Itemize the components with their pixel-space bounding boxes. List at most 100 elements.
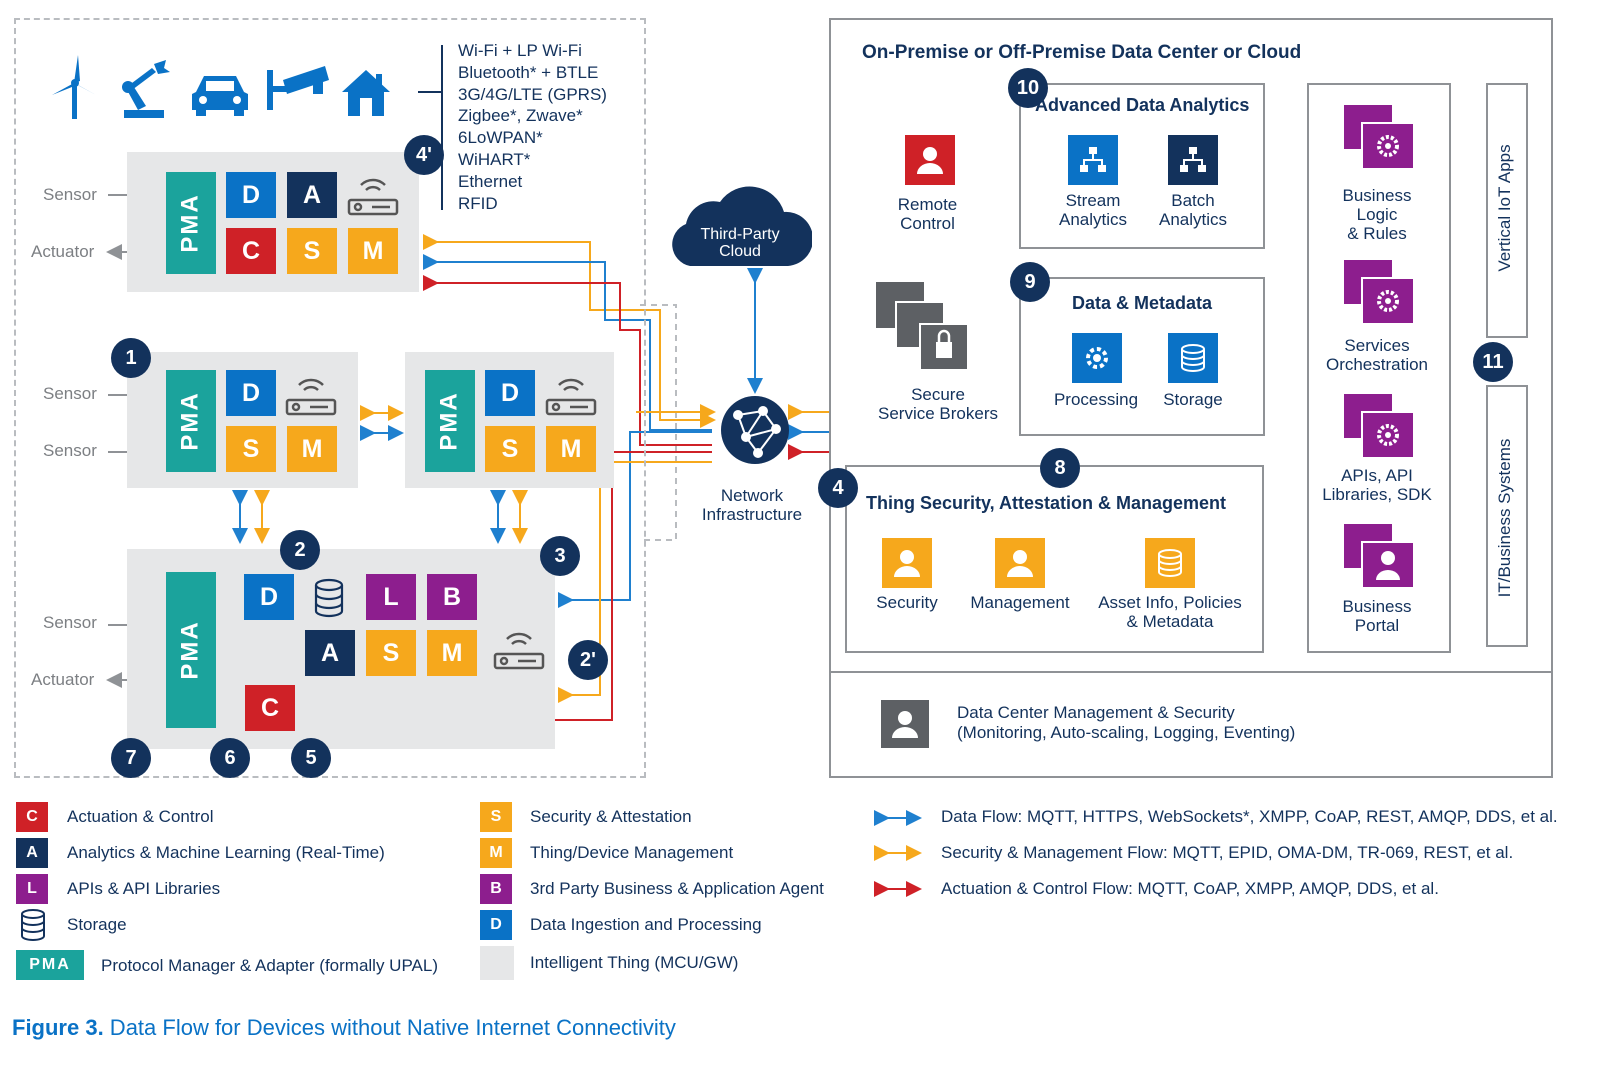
legend-tile-s: S xyxy=(480,802,512,832)
step-badge-2p: 2' xyxy=(568,640,608,680)
legend-label-thing: Intelligent Thing (MCU/GW) xyxy=(530,953,739,972)
connectivity-item: Wi-Fi + LP Wi-Fi xyxy=(458,41,582,60)
vertical-iot-apps-label: Vertical IoT Apps xyxy=(1495,144,1514,272)
tile-analytics: A xyxy=(305,630,355,676)
vertical-iot-apps-box xyxy=(1486,83,1528,338)
processing-label: Processing xyxy=(1053,390,1139,409)
step-badge-1: 1 xyxy=(111,338,151,378)
car-icon xyxy=(192,76,248,116)
batch-analytics-icon xyxy=(1168,135,1218,185)
legend-tile-pma: PMA xyxy=(16,950,84,980)
sensor-label: Sensor xyxy=(43,384,97,403)
sensor-label: Sensor xyxy=(43,185,97,204)
tile-data-ingestion: D xyxy=(485,370,535,416)
tile-business-agent: B xyxy=(427,574,477,620)
legend-label-b: 3rd Party Business & Application Agent xyxy=(530,879,824,898)
security-camera-icon xyxy=(267,66,329,110)
pma-block: PMA xyxy=(166,572,216,728)
legend-label-actflow: Actuation & Control Flow: MQTT, CoAP, XM… xyxy=(941,879,1439,898)
security-label: Security xyxy=(876,593,938,612)
connectivity-item: WiHART* xyxy=(458,149,531,169)
dcm-label: Data Center Management & Security(Monito… xyxy=(957,703,1296,742)
legend-label-a: Analytics & Machine Learning (Real-Time) xyxy=(67,843,385,862)
analytics-title: Advanced Data Analytics xyxy=(1035,95,1250,115)
network-globe-icon xyxy=(721,396,789,464)
legend-label-s: Security & Attestation xyxy=(530,807,692,826)
tile-analytics: A xyxy=(287,172,337,218)
step-badge-6: 6 xyxy=(210,738,250,778)
dcm-person-icon xyxy=(881,700,929,748)
metadata-title: Data & Metadata xyxy=(1072,293,1213,313)
connectivity-item: RFID xyxy=(458,193,498,213)
house-icon xyxy=(342,70,390,116)
storage-db-icon xyxy=(1168,333,1218,383)
pma-block: PMA xyxy=(425,370,475,472)
business-portal-icon xyxy=(1344,524,1415,589)
asset-db-icon xyxy=(1145,538,1195,588)
tile-management: M xyxy=(287,426,337,472)
data-center-divider xyxy=(829,671,1551,673)
legend-label-secflow: Security & Management Flow: MQTT, EPID, … xyxy=(941,843,1514,862)
legend-tile-a: A xyxy=(16,838,48,868)
tile-data-ingestion: D xyxy=(226,370,276,416)
remote-control-icon xyxy=(905,135,955,185)
legend-tile-c: C xyxy=(16,802,48,832)
tile-actuation: C xyxy=(226,228,276,274)
tile-security: S xyxy=(366,630,416,676)
step-badge-5: 5 xyxy=(291,738,331,778)
pma-block: PMA xyxy=(166,172,216,274)
stream-analytics-icon xyxy=(1068,135,1118,185)
step-badge-7: 7 xyxy=(111,738,151,778)
processing-icon xyxy=(1072,333,1122,383)
tile-management: M xyxy=(427,630,477,676)
device-boundary xyxy=(14,18,646,778)
wind-turbine-icon xyxy=(52,55,96,119)
step-badge-4p: 4' xyxy=(404,135,444,175)
radio-device-icon xyxy=(545,378,597,416)
step-badge-2: 2 xyxy=(280,530,320,570)
actuator-label: Actuator xyxy=(31,242,95,261)
radio-device-icon xyxy=(347,178,399,216)
management-person-icon xyxy=(995,538,1045,588)
step-badge-10: 10 xyxy=(1008,68,1048,108)
legend-label-c: Actuation & Control xyxy=(67,807,214,826)
legend-tile-b: B xyxy=(480,874,512,904)
tile-security: S xyxy=(485,426,535,472)
legend-label-dataflow: Data Flow: MQTT, HTTPS, WebSockets*, XMP… xyxy=(941,807,1558,826)
legend-label-m: Thing/Device Management xyxy=(530,843,734,862)
connectivity-list: Wi-Fi + LP Wi-Fi Bluetooth* + BTLE 3G/4G… xyxy=(458,40,607,214)
tile-actuation: C xyxy=(245,685,295,731)
legend-tile-d: D xyxy=(480,910,512,940)
third-party-cloud-icon xyxy=(672,186,812,266)
figure-caption: Figure 3. Data Flow for Devices without … xyxy=(12,1015,676,1040)
step-badge-3: 3 xyxy=(540,536,580,576)
step-badge-11: 11 xyxy=(1473,342,1513,382)
tile-data-ingestion: D xyxy=(226,172,276,218)
tile-security: S xyxy=(287,228,337,274)
cloud-title: On-Premise or Off-Premise Data Center or… xyxy=(862,42,1302,63)
business-logic-icon xyxy=(1344,105,1415,170)
connectivity-item: Zigbee*, Zwave* xyxy=(458,106,583,126)
actuator-label: Actuator xyxy=(31,670,95,689)
tile-api-libraries: L xyxy=(366,574,416,620)
storage-icon xyxy=(314,578,344,618)
radio-device-icon xyxy=(285,378,337,416)
tile-management: M xyxy=(348,228,398,274)
asset-info-label: Asset Info, Policies& Metadata xyxy=(1098,593,1242,631)
advanced-analytics-box xyxy=(1019,83,1265,249)
management-label: Management xyxy=(970,593,1070,612)
radio-device-icon xyxy=(493,632,545,670)
tile-data-ingestion: D xyxy=(244,574,294,620)
connectivity-item: Ethernet xyxy=(458,171,523,191)
pma-block: PMA xyxy=(166,370,216,472)
storage-label: Storage xyxy=(1163,390,1223,409)
legend-tile-m: M xyxy=(480,838,512,868)
